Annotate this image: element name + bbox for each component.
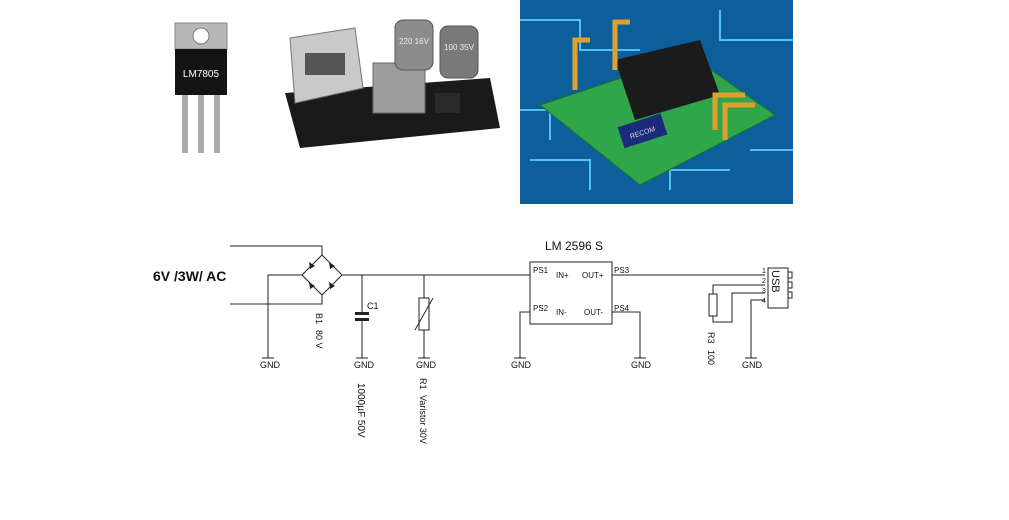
pin-out-plus: OUT+	[582, 271, 604, 280]
gnd-label: GND	[511, 360, 532, 370]
capacitor-ref: C1	[367, 301, 379, 311]
regulator-title: LM 2596 S	[545, 239, 603, 253]
capacitor-marking: 220 16V	[399, 37, 429, 46]
wire-dc-negative	[267, 274, 302, 358]
regulator-lead	[198, 95, 204, 153]
shielded-inductor	[615, 40, 720, 120]
wire-in-minus	[519, 311, 530, 358]
varistor-value: Varistor 30V	[418, 395, 428, 444]
capacitor-value: 1000µF 50V	[355, 383, 366, 438]
capacitor-can	[394, 19, 434, 71]
resistor-ref: R3	[706, 332, 716, 344]
gnd-label: GND	[416, 360, 437, 370]
header-pin	[572, 37, 590, 90]
usb-pin-2: 2	[762, 278, 766, 285]
usb-pin-3: 3	[762, 288, 766, 295]
pin-out-minus: OUT-	[584, 308, 603, 317]
regulator-body	[175, 49, 227, 95]
wire-ac-top	[230, 245, 323, 255]
varistor-ref: R1	[418, 378, 428, 390]
resistor-r3	[708, 293, 718, 317]
gnd-label: GND	[354, 360, 375, 370]
lm2596-ic	[529, 261, 613, 325]
wire-resistor-top	[712, 284, 765, 294]
pin-in-plus: IN+	[556, 271, 569, 280]
pin-ps3-label: PS3	[614, 266, 630, 275]
wire-usb-ground	[750, 299, 765, 358]
gnd-label: GND	[260, 360, 281, 370]
pin-in-minus: IN-	[556, 308, 567, 317]
bridge-rating: 80 V	[314, 330, 324, 349]
pin-ps4-label: PS4	[614, 304, 630, 313]
usb-connector	[767, 267, 793, 309]
usb-port-opening	[305, 53, 345, 75]
usb-pin-4: 4	[762, 298, 766, 305]
input-label: 6V /3W/ AC	[153, 268, 226, 284]
wire-out-minus	[612, 311, 641, 358]
regulator-lead	[182, 95, 188, 153]
header-pin	[612, 19, 630, 70]
usb-pin-1: 1	[762, 268, 766, 275]
controller-chip	[617, 113, 668, 149]
header-pin	[722, 102, 755, 140]
usb-label: USB	[769, 270, 781, 293]
dcdc-module-photo: RECOM	[520, 0, 793, 204]
bridge-rectifier	[301, 254, 343, 296]
buck-module-photo: 220 16V 100 35V	[275, 8, 510, 163]
regulator-lead	[214, 95, 220, 153]
gnd-label: GND	[742, 360, 763, 370]
header-pin	[712, 92, 745, 130]
wire-ac-bottom	[230, 295, 323, 305]
capacitor-marking: 100 35V	[444, 43, 474, 52]
lm7805-photo: LM7805	[160, 15, 245, 160]
wire-resistor-bottom	[712, 292, 765, 323]
capacitor-c1	[355, 312, 369, 321]
mounting-hole	[192, 27, 210, 45]
varistor-r1	[414, 297, 434, 331]
pin-ps2-label: PS2	[533, 304, 549, 313]
regulator-marking: LM7805	[183, 69, 220, 80]
gnd-label: GND	[631, 360, 652, 370]
pin-ps1-label: PS1	[533, 266, 549, 275]
resistor-value: 100	[706, 350, 716, 365]
capacitor-can	[439, 25, 479, 79]
ic-chip	[435, 93, 460, 113]
bridge-ref: B1	[314, 313, 324, 324]
